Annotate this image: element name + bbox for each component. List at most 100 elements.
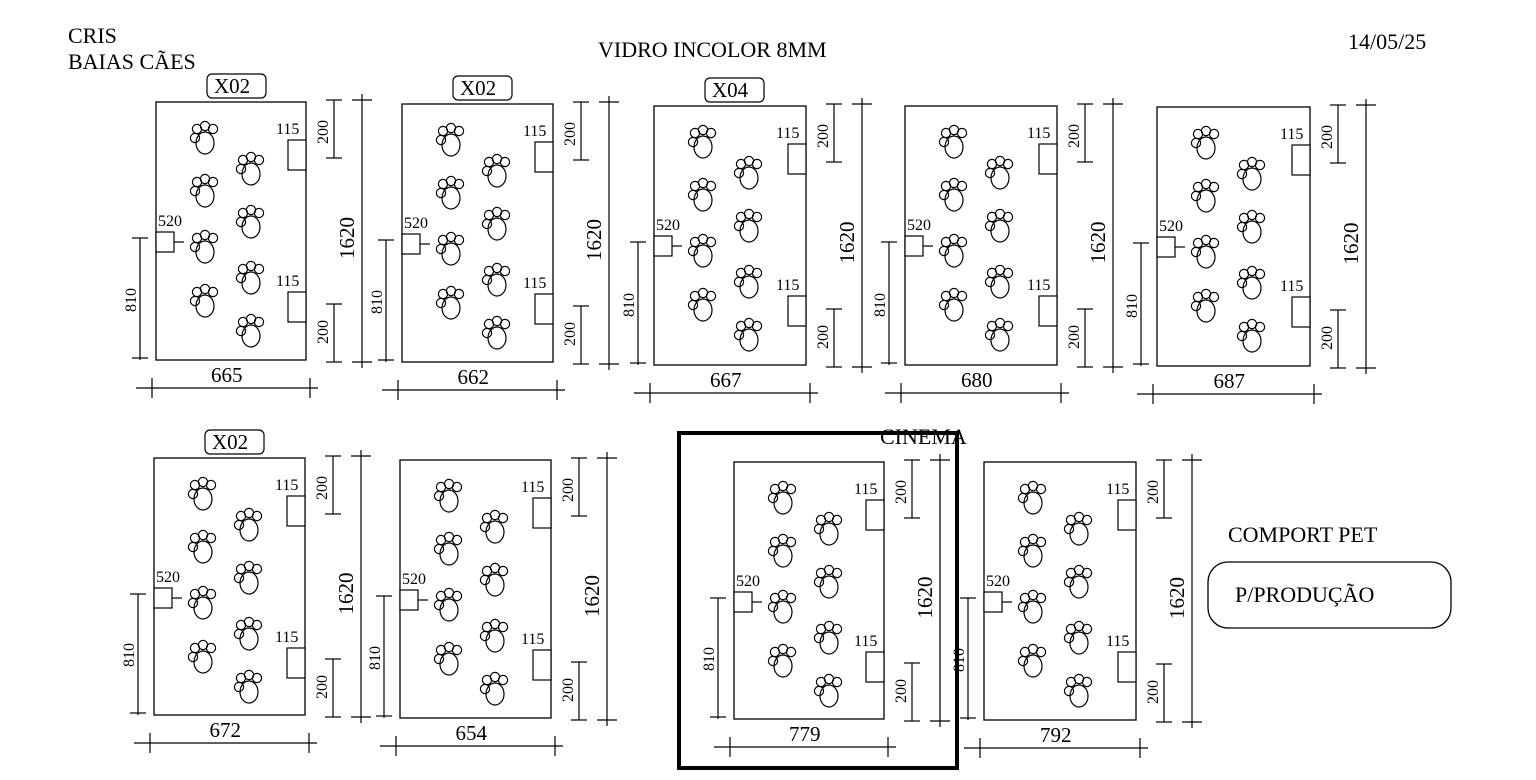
paw-toe bbox=[253, 154, 265, 166]
panel-width-label: 687 bbox=[1214, 369, 1246, 393]
paw-print-icon bbox=[1063, 564, 1093, 599]
paw-print-icon bbox=[1190, 234, 1220, 269]
panel-height-label: 1620 bbox=[1086, 222, 1110, 264]
panel-width-label: 779 bbox=[789, 722, 821, 746]
paw-print-icon bbox=[733, 317, 763, 352]
panel-outline bbox=[401, 103, 554, 363]
paw-toe bbox=[481, 327, 493, 339]
lock-height-label: 810 bbox=[872, 293, 889, 317]
quantity-tag-frame bbox=[204, 429, 265, 455]
paw-print-icon bbox=[767, 643, 797, 678]
paw-toe bbox=[813, 632, 825, 644]
paw-print-icon bbox=[1236, 318, 1266, 353]
hinge-offset-label: 200 bbox=[1319, 326, 1336, 350]
paw-print-icon bbox=[189, 173, 219, 208]
paw-print-icon bbox=[984, 155, 1014, 190]
lock-height-label: 810 bbox=[367, 646, 384, 670]
paw-toe bbox=[251, 672, 263, 684]
paw-toe bbox=[205, 642, 217, 654]
paw-print-icon bbox=[1236, 209, 1266, 244]
paw-print-icon bbox=[813, 673, 843, 708]
panel-height-label: 1620 bbox=[835, 222, 859, 264]
paw-toe bbox=[453, 234, 465, 246]
hinge-offset-label: 200 bbox=[315, 320, 332, 344]
quantity-label: X02 bbox=[212, 430, 248, 454]
paw-toe bbox=[1017, 601, 1029, 613]
paw-toe bbox=[233, 572, 245, 584]
hinge-size-label: 115 bbox=[275, 477, 298, 494]
paw-toe bbox=[479, 521, 491, 533]
paw-toe bbox=[751, 211, 763, 223]
paw-print-icon bbox=[767, 533, 797, 568]
paw-print-icon bbox=[938, 287, 968, 322]
paw-toe bbox=[1236, 330, 1248, 342]
paw-print-icon bbox=[733, 264, 763, 299]
lock-cutout bbox=[653, 235, 673, 257]
paw-toe bbox=[984, 329, 996, 341]
lock-cutout bbox=[399, 589, 419, 611]
paw-toe bbox=[733, 329, 745, 341]
paw-toe bbox=[1254, 268, 1266, 280]
panel-height-label: 1620 bbox=[582, 219, 606, 261]
lock-size-label: 520 bbox=[986, 573, 1010, 590]
paw-toe bbox=[1190, 246, 1202, 258]
paw-toe bbox=[205, 532, 217, 544]
paw-toe bbox=[1002, 211, 1014, 223]
paw-print-icon bbox=[1063, 620, 1093, 655]
paw-toe bbox=[453, 288, 465, 300]
paw-toe bbox=[233, 681, 245, 693]
paw-toe bbox=[207, 123, 219, 135]
lock-height-label: 810 bbox=[621, 293, 638, 317]
paw-print-icon bbox=[187, 529, 217, 564]
paw-toe bbox=[479, 683, 491, 695]
panel-outline bbox=[653, 105, 807, 366]
hinge-offset-label: 200 bbox=[1145, 480, 1162, 504]
paw-print-icon bbox=[235, 260, 265, 295]
paw-toe bbox=[497, 565, 509, 577]
paw-toe bbox=[189, 241, 201, 253]
paw-print-icon bbox=[1063, 673, 1093, 708]
paw-toe bbox=[453, 178, 465, 190]
paw-toe bbox=[984, 167, 996, 179]
paw-print-icon bbox=[813, 620, 843, 655]
paw-toe bbox=[785, 483, 797, 495]
paw-toe bbox=[1081, 676, 1093, 688]
hinge-size-label: 115 bbox=[276, 273, 299, 290]
paw-print-icon bbox=[189, 229, 219, 264]
paw-toe bbox=[1208, 237, 1220, 249]
paw-print-icon bbox=[433, 478, 463, 513]
paw-print-icon bbox=[984, 208, 1014, 243]
lock-size-label: 520 bbox=[404, 215, 428, 232]
paw-print-icon bbox=[481, 153, 511, 188]
paw-toe bbox=[751, 320, 763, 332]
hinge-cutout bbox=[286, 647, 306, 679]
paw-toe bbox=[497, 674, 509, 686]
paw-print-icon bbox=[189, 283, 219, 318]
paw-toe bbox=[235, 163, 247, 175]
hinge-size-label: 115 bbox=[1106, 633, 1129, 650]
paw-toe bbox=[205, 479, 217, 491]
paw-print-icon bbox=[481, 206, 511, 241]
paw-print-icon bbox=[938, 233, 968, 268]
paw-print-icon bbox=[479, 509, 509, 544]
drawing-date: 14/05/25 bbox=[1348, 29, 1427, 54]
paw-toe bbox=[481, 274, 493, 286]
paw-print-icon bbox=[435, 231, 465, 266]
paw-toe bbox=[479, 630, 491, 642]
paw-toe bbox=[733, 167, 745, 179]
hinge-cutout bbox=[865, 499, 885, 531]
lock-size-label: 520 bbox=[156, 569, 180, 586]
paw-toe bbox=[479, 574, 491, 586]
panel-height-label: 1620 bbox=[913, 577, 937, 619]
paw-toe bbox=[705, 180, 717, 192]
paw-print-icon bbox=[1190, 125, 1220, 160]
paw-toe bbox=[767, 655, 779, 667]
panel-outline bbox=[983, 461, 1137, 721]
paw-toe bbox=[253, 316, 265, 328]
paw-toe bbox=[233, 628, 245, 640]
paw-toe bbox=[433, 490, 445, 502]
hinge-size-label: 115 bbox=[1280, 278, 1303, 295]
